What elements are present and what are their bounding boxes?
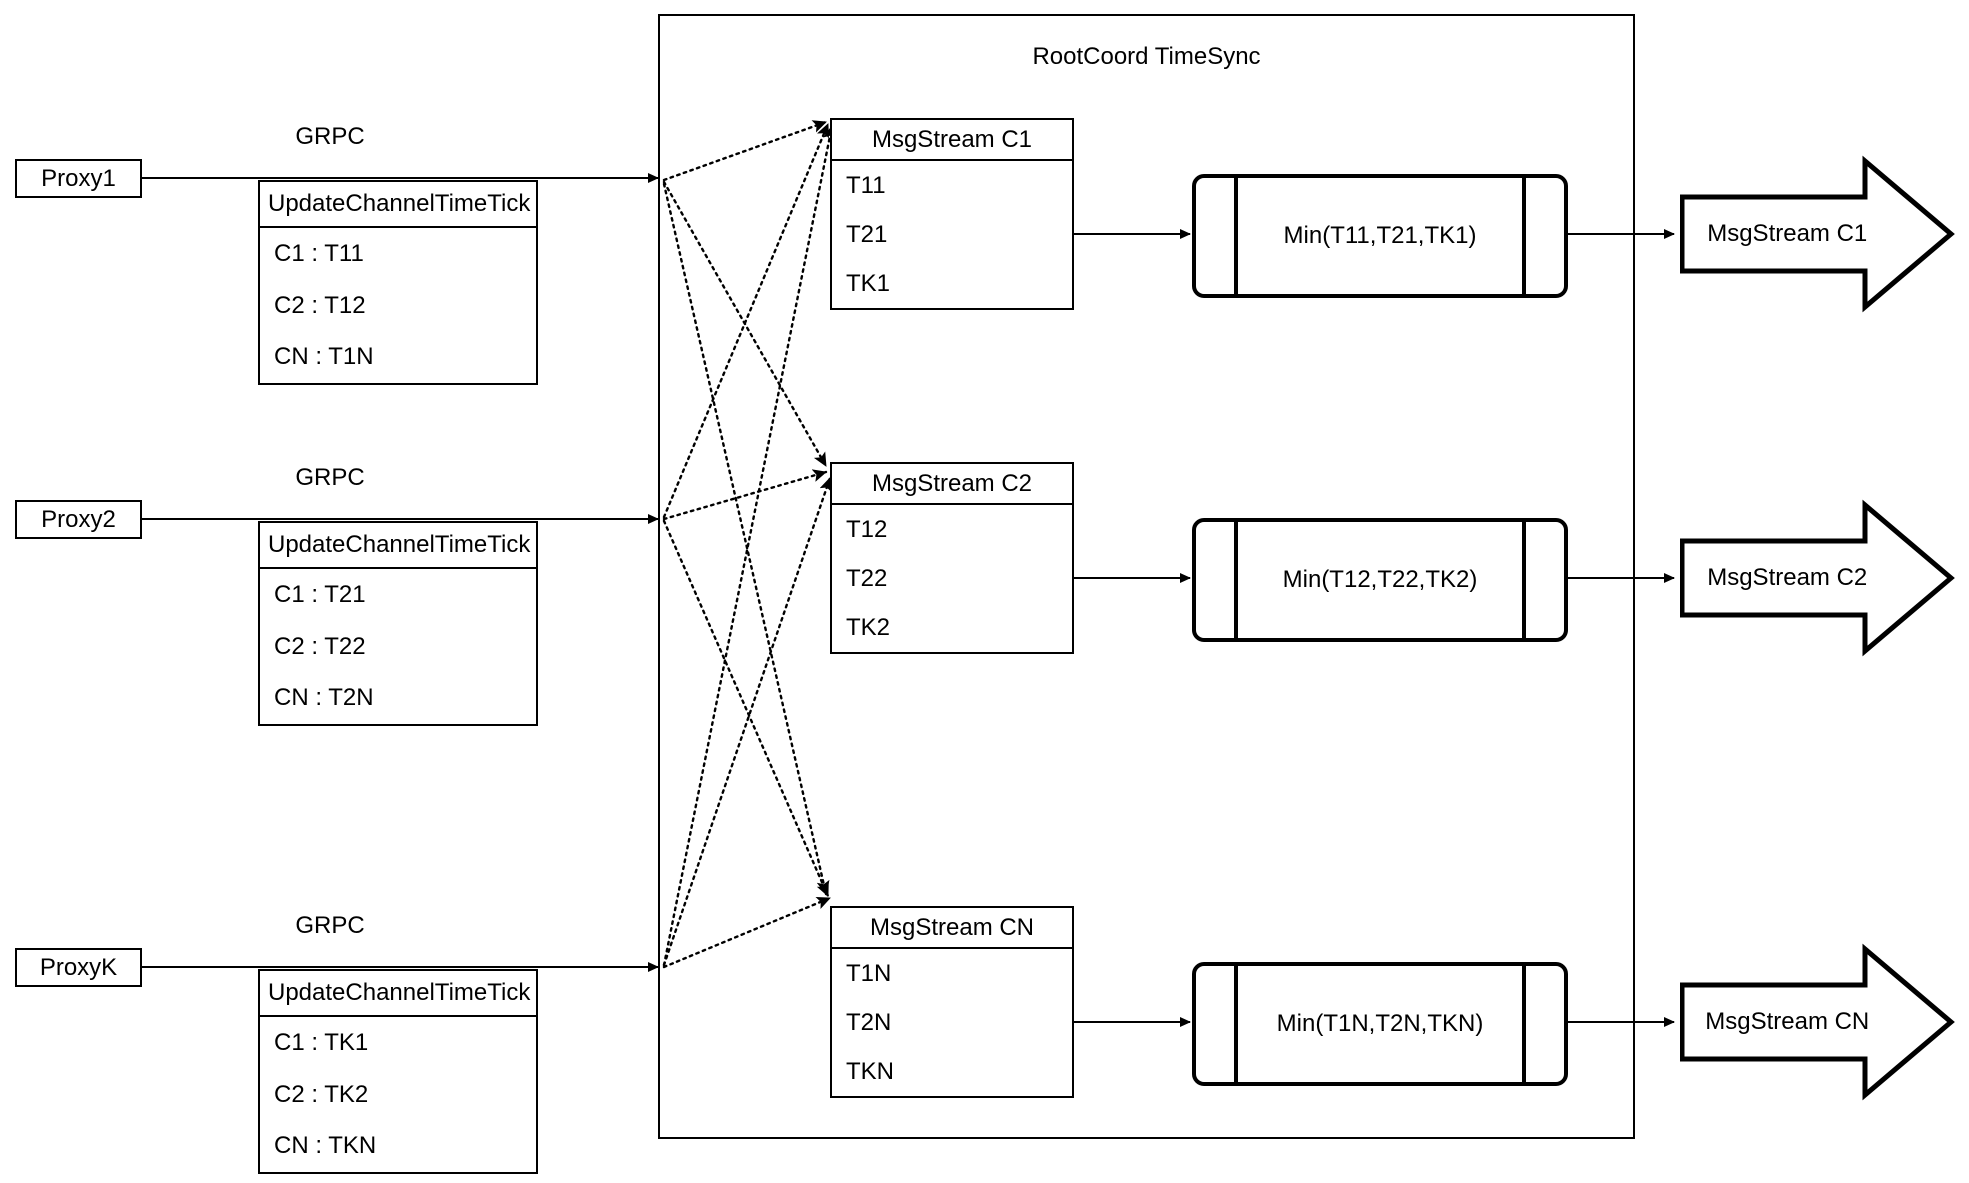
table-row: CN : T1N — [274, 343, 374, 371]
grpc-label-1: GRPC — [295, 123, 365, 150]
output-blockarrow-cn: MsgStream CN — [1680, 943, 1955, 1101]
table-body: C1 : T21 C2 : T22 CN : T2N — [260, 569, 536, 724]
output-label: MsgStream CN — [1705, 1008, 1870, 1035]
process-bar-left — [1234, 522, 1238, 638]
table-row: CN : TKN — [274, 1132, 377, 1160]
block-arrow-icon — [1680, 155, 1955, 313]
min-process-label: Min(T11,T21,TK1) — [1283, 222, 1477, 249]
update-channel-timetick-table-2: UpdateChannelTimeTick C1 : T21 C2 : T22 … — [258, 521, 538, 726]
process-bar-right — [1522, 966, 1526, 1082]
process-bar-left — [1234, 178, 1238, 294]
msgstream-row: TK2 — [846, 613, 891, 641]
grpc-label-2: GRPC — [295, 464, 365, 491]
table-row: C2 : TK2 — [274, 1080, 369, 1108]
msgstream-row: TK1 — [846, 269, 891, 297]
grpc-label-k: GRPC — [295, 912, 365, 939]
min-process-cn: Min(T1N,T2N,TKN) — [1192, 962, 1568, 1086]
table-row: C2 : T22 — [274, 632, 366, 660]
proxy-label: Proxy2 — [41, 505, 116, 533]
table-header: UpdateChannelTimeTick — [260, 523, 536, 569]
table-header: UpdateChannelTimeTick — [260, 182, 536, 228]
proxy-box-k[interactable]: ProxyK — [15, 948, 142, 987]
rootcoord-timesync-container — [658, 14, 1635, 1139]
block-arrow-icon — [1680, 943, 1955, 1101]
min-process-c1: Min(T11,T21,TK1) — [1192, 174, 1568, 298]
table-body: C1 : T11 C2 : T12 CN : T1N — [260, 228, 536, 383]
min-process-c2: Min(T12,T22,TK2) — [1192, 518, 1568, 642]
output-label: MsgStream C1 — [1707, 220, 1868, 247]
msgstream-header: MsgStream C2 — [832, 464, 1072, 505]
msgstream-box-c2: MsgStream C2 T12 T22 TK2 — [830, 462, 1074, 654]
msgstream-row: T11 — [846, 171, 886, 199]
update-channel-timetick-table-1: UpdateChannelTimeTick C1 : T11 C2 : T12 … — [258, 180, 538, 385]
msgstream-body: T12 T22 TK2 — [832, 505, 1072, 652]
msgstream-row: T12 — [846, 515, 888, 543]
msgstream-header: MsgStream C1 — [832, 120, 1072, 161]
msgstream-row: TKN — [846, 1057, 894, 1085]
proxy-box-2[interactable]: Proxy2 — [15, 500, 142, 539]
proxy-label: ProxyK — [39, 953, 118, 981]
table-row: CN : T2N — [274, 684, 374, 712]
proxy-box-1[interactable]: Proxy1 — [15, 159, 142, 198]
msgstream-body: T11 T21 TK1 — [832, 161, 1072, 308]
process-bar-left — [1234, 966, 1238, 1082]
table-row: C1 : T11 — [274, 239, 364, 267]
table-row: C1 : T21 — [274, 580, 366, 608]
output-blockarrow-c1: MsgStream C1 — [1680, 155, 1955, 313]
table-row: C1 : TK1 — [274, 1028, 369, 1056]
table-body: C1 : TK1 C2 : TK2 CN : TKN — [260, 1017, 536, 1172]
output-label: MsgStream C2 — [1707, 564, 1868, 591]
msgstream-body: T1N T2N TKN — [832, 949, 1072, 1096]
table-header: UpdateChannelTimeTick — [260, 971, 536, 1017]
table-row: C2 : T12 — [274, 291, 366, 319]
msgstream-box-cn: MsgStream CN T1N T2N TKN — [830, 906, 1074, 1098]
proxy-label: Proxy1 — [41, 164, 116, 192]
process-bar-right — [1522, 522, 1526, 638]
process-bar-right — [1522, 178, 1526, 294]
rootcoord-timesync-title: RootCoord TimeSync — [1032, 43, 1261, 70]
min-process-label: Min(T12,T22,TK2) — [1282, 566, 1478, 593]
update-channel-timetick-table-k: UpdateChannelTimeTick C1 : TK1 C2 : TK2 … — [258, 969, 538, 1174]
msgstream-box-c1: MsgStream C1 T11 T21 TK1 — [830, 118, 1074, 310]
block-arrow-icon — [1680, 499, 1955, 657]
msgstream-row: T2N — [846, 1008, 892, 1036]
msgstream-header: MsgStream CN — [832, 908, 1072, 949]
min-process-label: Min(T1N,T2N,TKN) — [1276, 1010, 1484, 1037]
output-blockarrow-c2: MsgStream C2 — [1680, 499, 1955, 657]
msgstream-row: T21 — [846, 220, 888, 248]
msgstream-row: T1N — [846, 959, 892, 987]
msgstream-row: T22 — [846, 564, 888, 592]
